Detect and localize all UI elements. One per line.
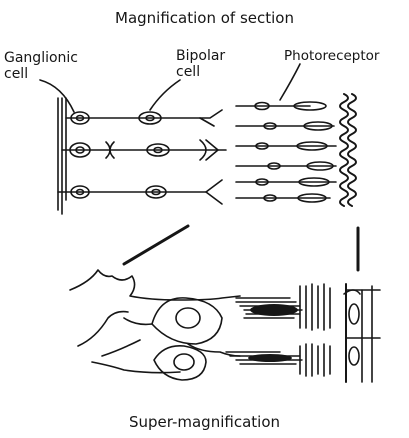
neuron-row-1 bbox=[66, 110, 222, 126]
bipolar-leader-line bbox=[150, 80, 180, 110]
ganglionic-leader-line bbox=[40, 80, 74, 112]
ganglion-dendrites bbox=[70, 270, 240, 300]
lower-nucleus bbox=[174, 354, 194, 370]
epithelium-nucleus-2 bbox=[349, 347, 359, 365]
pigment-epithelium bbox=[340, 94, 348, 206]
lower-cell-body bbox=[154, 346, 206, 380]
pigment-folds-lower bbox=[300, 344, 330, 376]
photoreceptor-leader-line bbox=[280, 64, 300, 100]
bipolar-nucleus bbox=[176, 308, 200, 328]
pigment-folds-upper bbox=[300, 284, 330, 330]
photoreceptor-row bbox=[236, 102, 336, 202]
outer-segments bbox=[226, 298, 302, 364]
bipolar-cell-body bbox=[152, 298, 222, 344]
neuron-row-3 bbox=[58, 180, 222, 204]
magnified-section bbox=[40, 64, 356, 214]
neuron-row-2 bbox=[62, 140, 226, 160]
zoom-line-left bbox=[124, 226, 188, 264]
epithelium-nucleus-1 bbox=[349, 304, 359, 324]
nerve-fiber-bundle bbox=[58, 98, 66, 214]
super-magnified-section bbox=[70, 270, 380, 382]
